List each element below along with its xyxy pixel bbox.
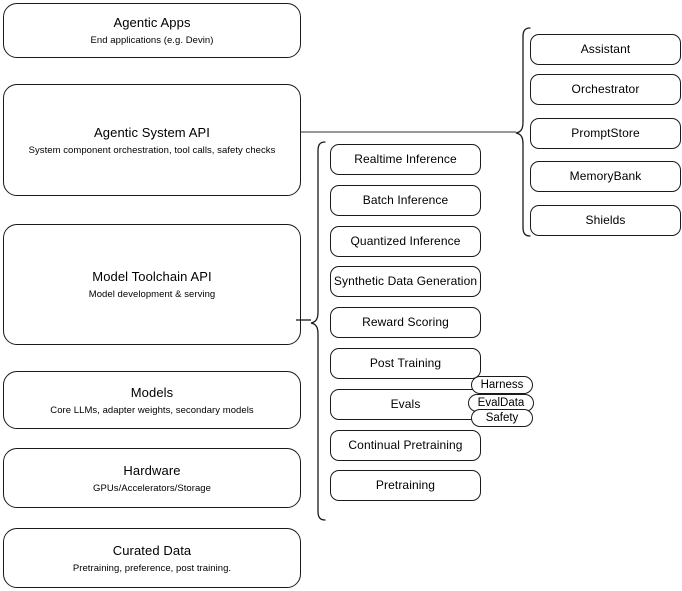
toolchain-item-pretraining[interactable]: Pretraining xyxy=(330,470,481,501)
brace-system-group xyxy=(508,26,532,240)
item-label: Batch Inference xyxy=(362,193,449,207)
toolchain-item-realtime-inference[interactable]: Realtime Inference xyxy=(330,144,481,175)
layer-curated-data[interactable]: Curated Data Pretraining, preference, po… xyxy=(3,528,301,588)
toolchain-item-batch-inference[interactable]: Batch Inference xyxy=(330,185,481,216)
layer-agentic-system-api[interactable]: Agentic System API System component orch… xyxy=(3,84,301,196)
layer-subtitle: End applications (e.g. Devin) xyxy=(90,35,214,46)
layer-title: Hardware xyxy=(123,462,181,478)
toolchain-item-post-training[interactable]: Post Training xyxy=(330,348,481,379)
pill-label: EvalData xyxy=(477,397,525,409)
layer-subtitle: Pretraining, preference, post training. xyxy=(72,562,232,574)
system-item-orchestrator[interactable]: Orchestrator xyxy=(530,74,681,105)
layer-title: Agentic System API xyxy=(94,124,210,140)
system-item-memorybank[interactable]: MemoryBank xyxy=(530,161,681,192)
item-label: Post Training xyxy=(369,356,442,370)
system-item-promptstore[interactable]: PromptStore xyxy=(530,118,681,149)
pill-label: Safety xyxy=(485,412,519,424)
layer-hardware[interactable]: Hardware GPUs/Accelerators/Storage xyxy=(3,448,301,508)
evals-subitem-safety[interactable]: Safety xyxy=(471,409,533,427)
layer-title: Models xyxy=(130,384,174,400)
system-item-shields[interactable]: Shields xyxy=(530,205,681,236)
item-label: MemoryBank xyxy=(569,169,642,183)
pill-label: Harness xyxy=(480,379,524,391)
item-label: Synthetic Data Generation xyxy=(333,274,478,288)
toolchain-item-continual-pretraining[interactable]: Continual Pretraining xyxy=(330,430,481,461)
layer-title: Model Toolchain API xyxy=(92,269,212,284)
system-item-assistant[interactable]: Assistant xyxy=(530,34,681,65)
item-label: Quantized Inference xyxy=(350,234,461,248)
toolchain-item-evals[interactable]: Evals xyxy=(330,389,481,420)
item-label: Reward Scoring xyxy=(362,315,449,329)
item-label: Orchestrator xyxy=(571,82,640,96)
evals-subitem-harness[interactable]: Harness xyxy=(471,376,533,394)
toolchain-item-reward-scoring[interactable]: Reward Scoring xyxy=(330,307,481,338)
item-label: Shields xyxy=(585,213,626,227)
layer-models[interactable]: Models Core LLMs, adapter weights, secon… xyxy=(3,371,301,429)
item-label: Continual Pretraining xyxy=(348,438,463,452)
evals-subitem-evaldata[interactable]: EvalData xyxy=(468,394,534,412)
connector-system-api-to-system-group xyxy=(301,118,516,146)
brace-toolchain-group xyxy=(303,140,327,522)
item-label: Realtime Inference xyxy=(354,152,457,166)
layer-model-toolchain-api[interactable]: Model Toolchain API Model development & … xyxy=(3,224,301,345)
layer-subtitle: GPUs/Accelerators/Storage xyxy=(93,482,211,494)
item-label: Pretraining xyxy=(375,478,436,492)
item-label: Assistant xyxy=(580,42,631,56)
toolchain-item-quantized-inference[interactable]: Quantized Inference xyxy=(330,226,481,257)
item-label: Evals xyxy=(390,397,421,411)
layer-agentic-apps[interactable]: Agentic Apps End applications (e.g. Devi… xyxy=(3,3,301,58)
layer-title: Agentic Apps xyxy=(113,15,191,30)
layer-subtitle: System component orchestration, tool cal… xyxy=(28,144,276,156)
connector-toolchain-brace-stub xyxy=(296,316,312,324)
layer-subtitle: Model development & serving xyxy=(88,289,216,300)
layer-subtitle: Core LLMs, adapter weights, secondary mo… xyxy=(50,404,254,416)
item-label: PromptStore xyxy=(571,126,640,140)
layer-title: Curated Data xyxy=(112,542,192,558)
toolchain-item-synthetic-data-generation[interactable]: Synthetic Data Generation xyxy=(330,266,481,297)
